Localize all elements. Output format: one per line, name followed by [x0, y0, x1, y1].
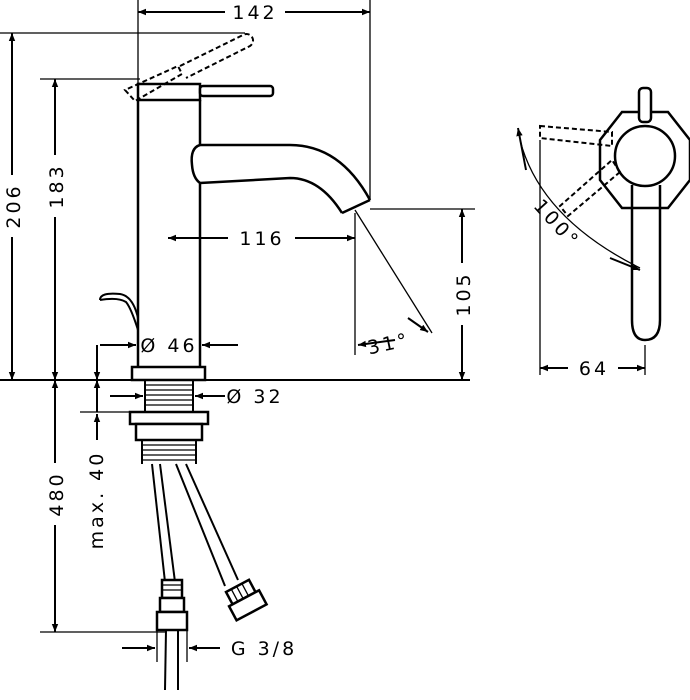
- pop-up-rod: [99, 292, 139, 331]
- supply-hoses: [151, 463, 269, 691]
- dimension-body-diameter: Ø 46: [100, 335, 238, 357]
- dimension-width-top: 142: [137, 0, 371, 200]
- dimension-connection-thread-label: G 3/8: [231, 638, 297, 660]
- dimension-height-lever: 183: [40, 78, 140, 380]
- dimension-spout-angle: 31°: [354, 209, 433, 359]
- dimension-height-lever-label: 183: [46, 163, 68, 208]
- dimension-lever-angle-label: 100°: [529, 195, 584, 253]
- dimension-spout-height-label: 105: [453, 271, 475, 316]
- dimension-connection-thread: G 3/8: [122, 630, 297, 662]
- dimension-max-thickness: max. 40: [80, 380, 132, 549]
- dimension-height-total-label: 206: [3, 183, 25, 228]
- faucet-spout: [190, 143, 372, 215]
- dimension-shank-diameter-label: Ø 32: [226, 386, 283, 408]
- dimension-spout-reach: 116: [168, 213, 356, 355]
- dimension-spout-reach-label: 116: [239, 228, 284, 250]
- dimension-height-total: 206: [0, 32, 245, 380]
- dimension-below-counter: 480: [40, 380, 165, 633]
- faucet-lever: [123, 32, 275, 103]
- dimension-spout-angle-label: 31°: [366, 329, 412, 359]
- dimension-below-counter-label: 480: [46, 471, 68, 516]
- threaded-shank: [128, 380, 210, 464]
- dimension-body-diameter-label: Ø 46: [140, 335, 197, 357]
- dimension-spout-height: 105: [370, 208, 475, 380]
- side-view: 100° 64: [516, 86, 690, 380]
- dimension-shank-diameter: Ø 32: [110, 386, 283, 408]
- dimension-max-thickness-label: max. 40: [86, 451, 108, 550]
- dimension-width-top-label: 142: [232, 2, 277, 24]
- dimension-side-width-label: 64: [579, 358, 609, 380]
